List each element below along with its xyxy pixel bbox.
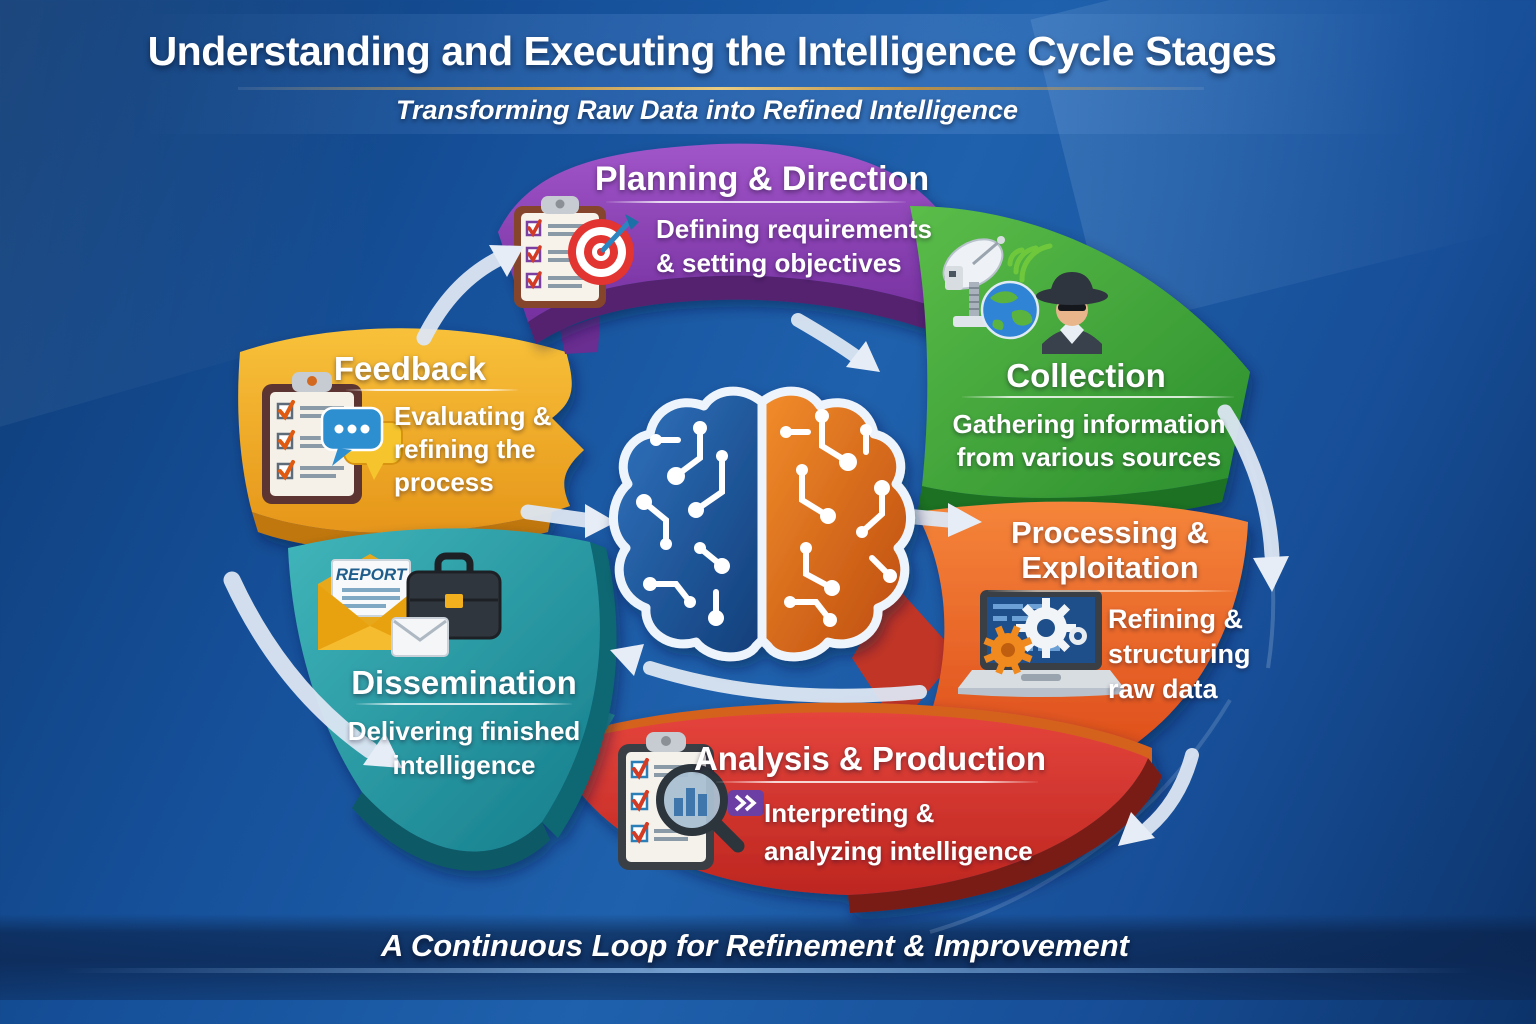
arrow-outer-left-loop — [223, 571, 379, 759]
page-subtitle: Transforming Raw Data into Refined Intel… — [395, 95, 1019, 125]
analysis-title: Analysis & Production — [693, 740, 1047, 777]
planning-shadow-wedge — [560, 316, 600, 354]
planning-title: Planning & Direction — [594, 160, 930, 198]
processing-subtitle-line: raw data — [1108, 674, 1218, 704]
collection-separator — [962, 396, 1234, 398]
chat-bubbles-icon — [320, 406, 403, 480]
mail-icon — [391, 617, 449, 657]
planning-subtitle-line: & setting objectives — [656, 248, 902, 278]
processing-title: Processing & Exploitation — [985, 515, 1235, 585]
dissemination-separator — [356, 703, 572, 705]
feedback-subtitle-line: process — [394, 467, 494, 497]
analysis-subtitle-line: Interpreting & — [764, 798, 935, 828]
target-dart-icon — [568, 214, 639, 285]
arrow-feedback-to-center — [520, 504, 593, 528]
arrow-processing-to-analysis — [1141, 748, 1199, 835]
chevron-badge-icon — [728, 790, 764, 816]
processing-title-line: Exploitation — [1021, 550, 1199, 585]
cycle-arrows — [223, 250, 1280, 835]
planning-separator — [606, 201, 906, 203]
processing-subtitle: Refining & structuring raw data — [1108, 602, 1251, 707]
feedback-separator — [346, 389, 518, 391]
title-divider — [238, 87, 1204, 90]
report-label: REPORT — [336, 565, 408, 584]
arrow-planning-to-collection — [791, 313, 865, 365]
brain-circuit-icon — [609, 386, 915, 662]
processing-subtitle-line: Refining & — [1108, 604, 1243, 634]
background-arc — [929, 698, 1232, 934]
signal-waves-icon — [1007, 243, 1053, 283]
arrow-analysis-to-center — [643, 661, 927, 703]
dissemination-subtitle-line: Delivering finished — [347, 716, 581, 746]
analysis-subtitle-line: analyzing intelligence — [764, 836, 1033, 866]
satellite-dish-icon — [942, 236, 1005, 327]
collection-subtitle: Gathering information from various sourc… — [936, 408, 1242, 474]
dissemination-title: Dissemination — [351, 664, 577, 701]
dissemination-subtitle-line: intelligence — [392, 750, 536, 780]
dissemination-subtitle: Delivering finished intelligence — [330, 714, 598, 782]
collection-title: Collection — [1006, 357, 1166, 394]
footer-accent-line — [0, 968, 1536, 973]
magnifier-chart-icon — [656, 764, 745, 853]
globe-icon — [980, 280, 1040, 340]
feedback-subtitle-line: Evaluating & — [394, 401, 552, 431]
cycle-arrowheads — [363, 245, 1289, 846]
page-title: Understanding and Executing the Intellig… — [147, 28, 1277, 74]
analysis-separator — [716, 781, 1038, 783]
spy-icon — [1036, 272, 1108, 354]
collection-subtitle-line: from various sources — [956, 442, 1222, 472]
processing-title-line: Processing & — [1010, 515, 1210, 550]
feedback-subtitle: Evaluating & refining the process — [394, 400, 551, 499]
processing-separator — [988, 590, 1234, 592]
arrow-feedback-to-planning — [416, 250, 508, 346]
feedback-title: Feedback — [333, 350, 487, 387]
planning-subtitle-line: Defining requirements — [656, 214, 932, 244]
collection-subtitle-line: Gathering information — [952, 409, 1226, 439]
arrow-collection-to-processing — [1217, 404, 1280, 563]
gears-icon — [983, 598, 1087, 675]
footer-band — [0, 914, 1536, 1000]
planning-subtitle: Defining requirements & setting objectiv… — [656, 212, 932, 280]
footer-caption: A Continuous Loop for Refinement & Impro… — [380, 928, 1129, 963]
analysis-subtitle: Interpreting & analyzing intelligence — [764, 794, 1033, 870]
feedback-subtitle-line: refining the — [394, 434, 536, 464]
processing-subtitle-line: structuring — [1108, 639, 1251, 669]
